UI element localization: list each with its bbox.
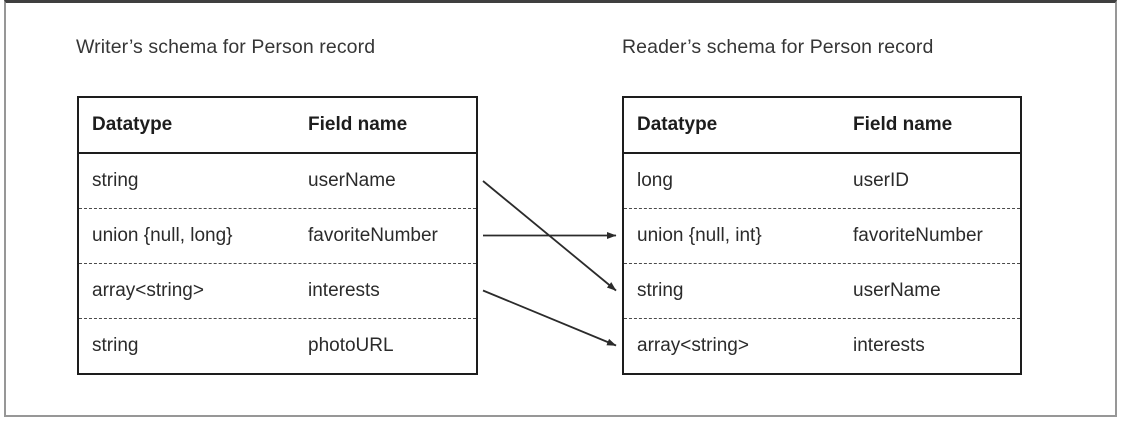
- writer-schema-table: Datatype Field name string userName unio…: [77, 96, 478, 375]
- table-row: long userID: [624, 154, 1020, 208]
- datatype-cell: string: [92, 170, 139, 191]
- field-cell: interests: [853, 335, 925, 356]
- datatype-cell: string: [92, 335, 139, 356]
- field-cell: userName: [853, 280, 941, 301]
- datatype-cell: union {null, long}: [92, 225, 233, 246]
- writer-schema-title: Writer’s schema for Person record: [76, 36, 376, 58]
- table-row: union {null, int} favoriteNumber: [624, 208, 1020, 263]
- datatype-cell: union {null, int}: [637, 225, 762, 246]
- datatype-cell: long: [637, 170, 673, 191]
- reader-header-fieldname: Field name: [853, 114, 953, 135]
- table-row: string userName: [624, 263, 1020, 318]
- table-row: string userName: [79, 154, 476, 208]
- writer-table-header-row: Datatype Field name: [79, 98, 476, 154]
- table-row: array<string> interests: [79, 263, 476, 318]
- field-cell: favoriteNumber: [308, 225, 438, 246]
- writer-header-fieldname: Field name: [308, 114, 408, 135]
- table-row: string photoURL: [79, 318, 476, 373]
- reader-header-datatype: Datatype: [637, 114, 718, 135]
- datatype-cell: array<string>: [637, 335, 749, 356]
- reader-table-header-row: Datatype Field name: [624, 98, 1020, 154]
- writer-header-datatype: Datatype: [92, 114, 173, 135]
- table-row: array<string> interests: [624, 318, 1020, 373]
- field-cell: photoURL: [308, 335, 394, 356]
- field-cell: interests: [308, 280, 380, 301]
- field-cell: userName: [308, 170, 396, 191]
- reader-schema-table: Datatype Field name long userID union {n…: [622, 96, 1022, 375]
- reader-schema-title: Reader’s schema for Person record: [622, 36, 934, 58]
- field-cell: favoriteNumber: [853, 225, 983, 246]
- table-row: union {null, long} favoriteNumber: [79, 208, 476, 263]
- datatype-cell: array<string>: [92, 280, 204, 301]
- field-cell: userID: [853, 170, 909, 191]
- datatype-cell: string: [637, 280, 684, 301]
